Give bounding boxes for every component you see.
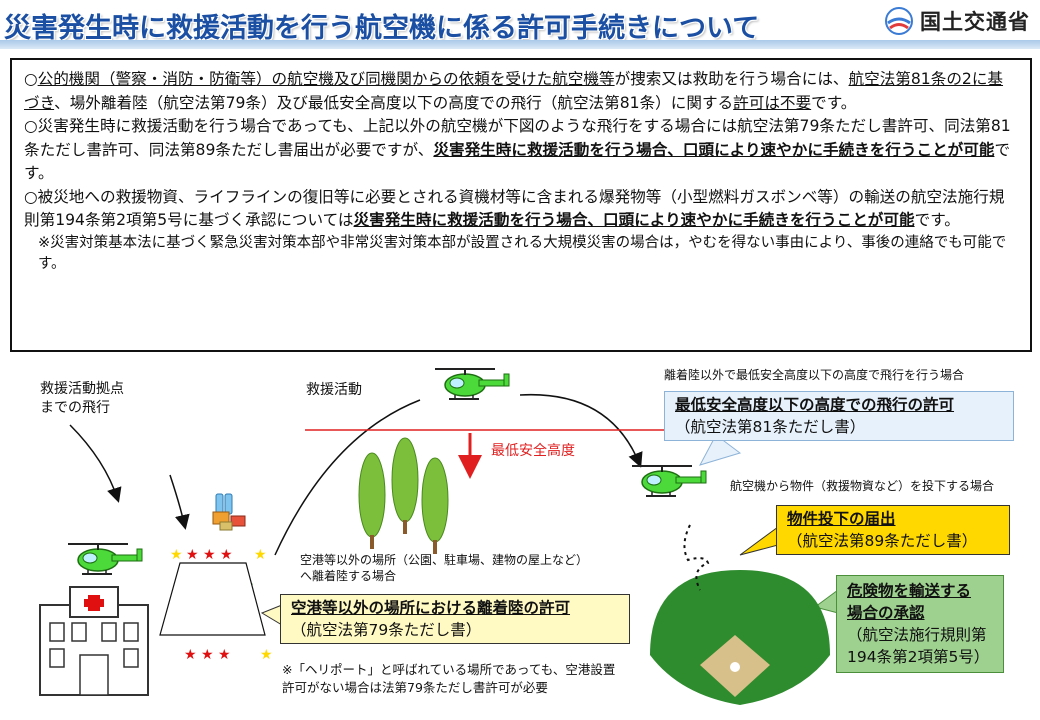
landing-area [159,562,266,636]
arrow-to-landing [169,474,190,530]
arrow-to-base [69,424,122,503]
svg-text:★: ★ [260,647,273,663]
title-underline-bar [0,40,1040,49]
drop-notice-callout: 物件投下の届出 （航空法第89条ただし書） [776,505,1010,555]
flight-path-2 [519,393,643,468]
hospital-icon [39,586,149,696]
svg-text:★: ★ [254,547,267,563]
tree-icon [421,457,449,555]
p1-no-permit: 許可は不要 [733,93,812,112]
p3-emphasis: 災害発生時に救援活動を行う場合、口頭により速やかに手続きを行うことが可能 [353,211,915,229]
drop-notice-title: 物件投下の届出 [787,510,896,528]
page-title: 災害発生時に救援活動を行う航空機に係る許可手続きについて [4,13,760,44]
p1-text-2: 、場外離着陸（航空法第79条）及び最低安全高度以下の高度での飛行（航空法第81条… [54,93,734,112]
helicopter-icon [631,465,707,497]
danger-sub: （航空法施行規則第194条第2項第5号） [847,626,990,666]
p1-article-81-2: 航空法第81条の2に基づき [24,70,1004,112]
p2-text: ○災害発生時に救援活動を行う場合であっても、上記以外の航空機が下図のような飛行を… [24,117,1011,159]
landing-case-label: 空港等以外の場所（公園、駐車場、建物の屋上など） へ離着陸する場合 [300,553,589,583]
svg-text:★: ★ [170,547,183,563]
dangerous-goods-callout: 危険物を輸送する 場合の承認 （航空法施行規則第194条第2項第5号） [836,575,1004,673]
p1-text: が捜索又は救助を行う場合には、 [614,70,849,88]
p2-end: です。 [24,140,1011,183]
disaster-note: ※災害対策基本法に基づく緊急災害対策本部や非常災害対策本部が設置される大規模災害… [38,234,1007,272]
landing-permit-title: 空港等以外の場所における離着陸の許可 [291,599,571,617]
svg-text:★ ★ ★: ★ ★ ★ [184,647,231,663]
p1-end: です。 [811,93,857,112]
ministry-name: 国土交通省 [920,10,1030,34]
svg-text:★ ★ ★: ★ ★ ★ [186,547,233,563]
mlit-logo-icon [885,7,913,35]
p3-end: です。 [914,211,960,229]
flight-path [274,399,421,556]
drop-case-label: 航空機から物件（救援物資など）を投下する場合 [730,479,995,493]
paragraph-2: ○災害発生時に救援活動を行う場合であっても、上記以外の航空機が下図のような飛行を… [24,115,1016,186]
tree-icon [358,452,386,550]
paragraph-3: ○被災地への救援物資、ライフラインの復旧等に必要とされる資機材等に含まれる爆発物… [24,186,1016,233]
helicopter-icon [67,543,143,575]
landing-permit-callout: 空港等以外の場所における離着陸の許可 （航空法第79条ただし書） [280,594,630,644]
p1-public-aircraft: 公的機関（警察・消防・防衛等）の航空機及び同機関からの依頼を受けた航空機等 [37,70,615,88]
drop-notice-sub: （航空法第89条ただし書） [787,532,978,550]
p2-emphasis: 災害発生時に救援活動を行う場合、口頭により速やかに手続きを行うことが可能 [433,140,995,159]
tree-icon [391,437,419,535]
altitude-permit-callout: 最低安全高度以下の高度での飛行の許可 （航空法第81条ただし書） [664,391,1014,441]
danger-title-2: 場合の承認 [847,604,925,622]
flight-to-base-label: 救援活動拠点 までの飛行 [40,381,124,416]
altitude-permit-sub: （航空法第81条ただし書） [675,418,866,436]
explanation-box: ○公的機関（警察・消防・防衛等）の航空機及び同機関からの依頼を受けた航空機等が捜… [10,58,1032,352]
ministry-brand: 国土交通省 [884,6,1030,36]
heliport-note: ※「ヘリポート」と呼ばれている場所であっても、空港設置 許可がない場合は法第79… [282,662,616,695]
bullet: ○ [24,70,38,88]
paragraph-1: ○公的機関（警察・消防・防衛等）の航空機及び同機関からの依頼を受けた航空機等が捜… [24,68,1016,115]
drop-path [683,524,710,591]
relief-supplies-icon [212,493,246,531]
danger-title-1: 危険物を輸送する [847,582,972,600]
min-altitude-label: 最低安全高度 [491,443,575,459]
landing-permit-sub: （航空法第79条ただし書） [291,621,482,639]
below-altitude-case-label: 離着陸以外で最低安全高度以下の高度で飛行を行う場合 [664,368,965,382]
field-icon [650,570,830,705]
altitude-permit-title: 最低安全高度以下の高度での飛行の許可 [675,396,955,414]
p3-text: ○被災地への救援物資、ライフラインの復旧等に必要とされる資機材等に含まれる爆発物… [24,187,1005,230]
diagram-graphics: ★ ★ ★ ★ ★ ★ ★ ★ ★ [39,368,839,705]
helicopter-icon [434,368,510,400]
relief-activity-label: 救援活動 [306,382,362,398]
